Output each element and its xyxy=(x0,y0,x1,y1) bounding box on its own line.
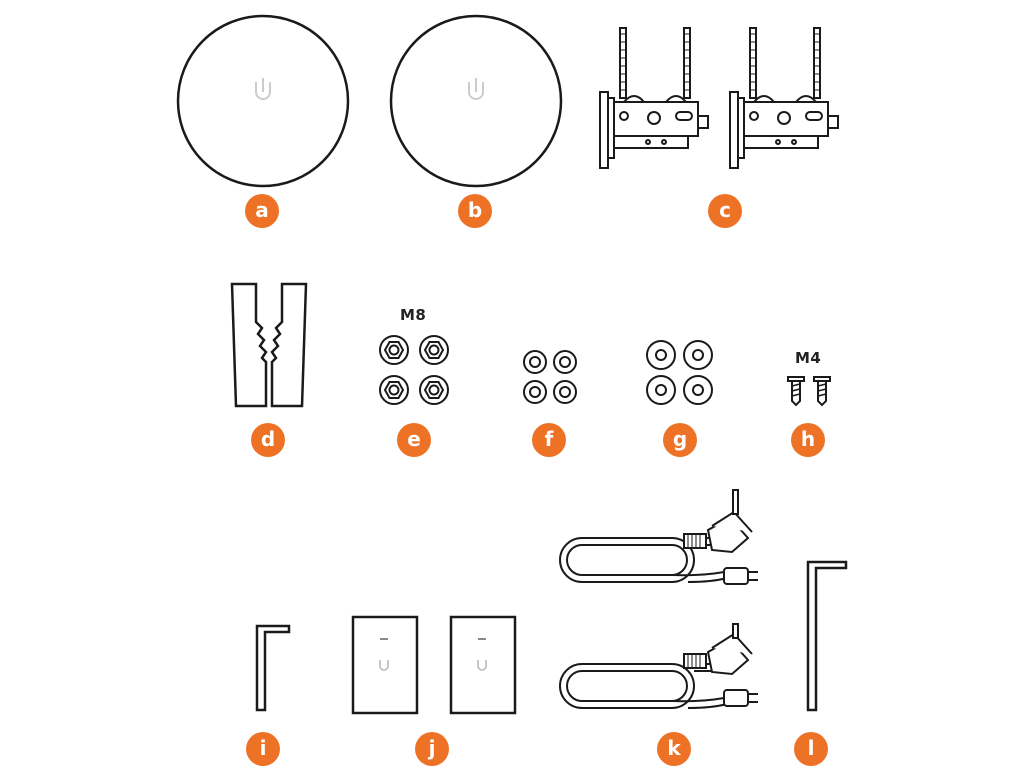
hex-key-icon xyxy=(255,624,291,712)
label-badge-l: l xyxy=(794,732,828,766)
label-badge-a: a xyxy=(245,194,279,228)
label-badge-c: c xyxy=(708,194,742,228)
poe-adapter-icon xyxy=(351,615,419,715)
power-cord-icon xyxy=(559,489,758,585)
label-badge-k: k xyxy=(657,732,691,766)
size-label-m8: M8 xyxy=(400,306,427,324)
poe-adapter-icon xyxy=(449,615,517,715)
power-cord-icon xyxy=(559,623,758,709)
hex-key-icon xyxy=(806,560,848,712)
hex-nut-icon xyxy=(379,335,449,405)
label-badge-e: e xyxy=(397,423,431,457)
lock-washer-icon xyxy=(523,350,577,404)
label-badge-j: j xyxy=(415,732,449,766)
label-badge-f: f xyxy=(532,423,566,457)
label-badge-i: i xyxy=(246,732,280,766)
dish-reflector-icon xyxy=(389,14,563,188)
pole-mount-bracket-icon xyxy=(729,27,839,169)
screw-icon xyxy=(787,376,831,407)
label-badge-h: h xyxy=(791,423,825,457)
pole-clamp-icon xyxy=(230,282,308,408)
pole-mount-bracket-icon xyxy=(599,27,709,169)
flat-washer-icon xyxy=(646,340,713,405)
size-label-m4: M4 xyxy=(795,349,822,367)
label-badge-d: d xyxy=(251,423,285,457)
dish-reflector-icon xyxy=(176,14,350,188)
label-badge-b: b xyxy=(458,194,492,228)
label-badge-g: g xyxy=(663,423,697,457)
